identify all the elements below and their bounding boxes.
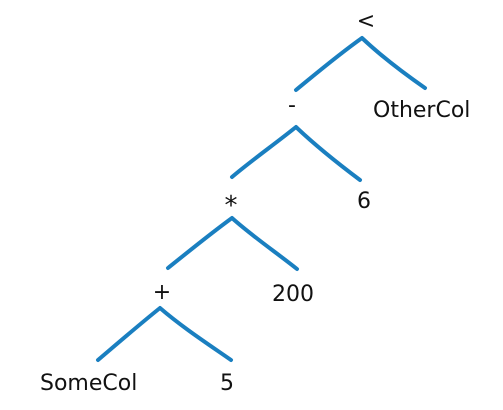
node-labels: < - OtherCol * 6 + 200 SomeCol 5 xyxy=(40,9,470,396)
branch-lt xyxy=(294,36,427,92)
node-times: * xyxy=(225,191,238,221)
branch-times xyxy=(166,216,299,271)
node-lt: < xyxy=(357,9,375,34)
node-six: 6 xyxy=(357,189,371,214)
node-five: 5 xyxy=(220,371,234,396)
node-minus: - xyxy=(288,93,296,118)
node-othercol: OtherCol xyxy=(373,98,470,123)
node-two-hundred: 200 xyxy=(272,282,314,307)
branches xyxy=(96,36,427,362)
node-somecol: SomeCol xyxy=(40,371,137,396)
branch-plus xyxy=(96,306,233,362)
node-plus: + xyxy=(153,280,171,305)
branch-minus xyxy=(230,125,362,182)
